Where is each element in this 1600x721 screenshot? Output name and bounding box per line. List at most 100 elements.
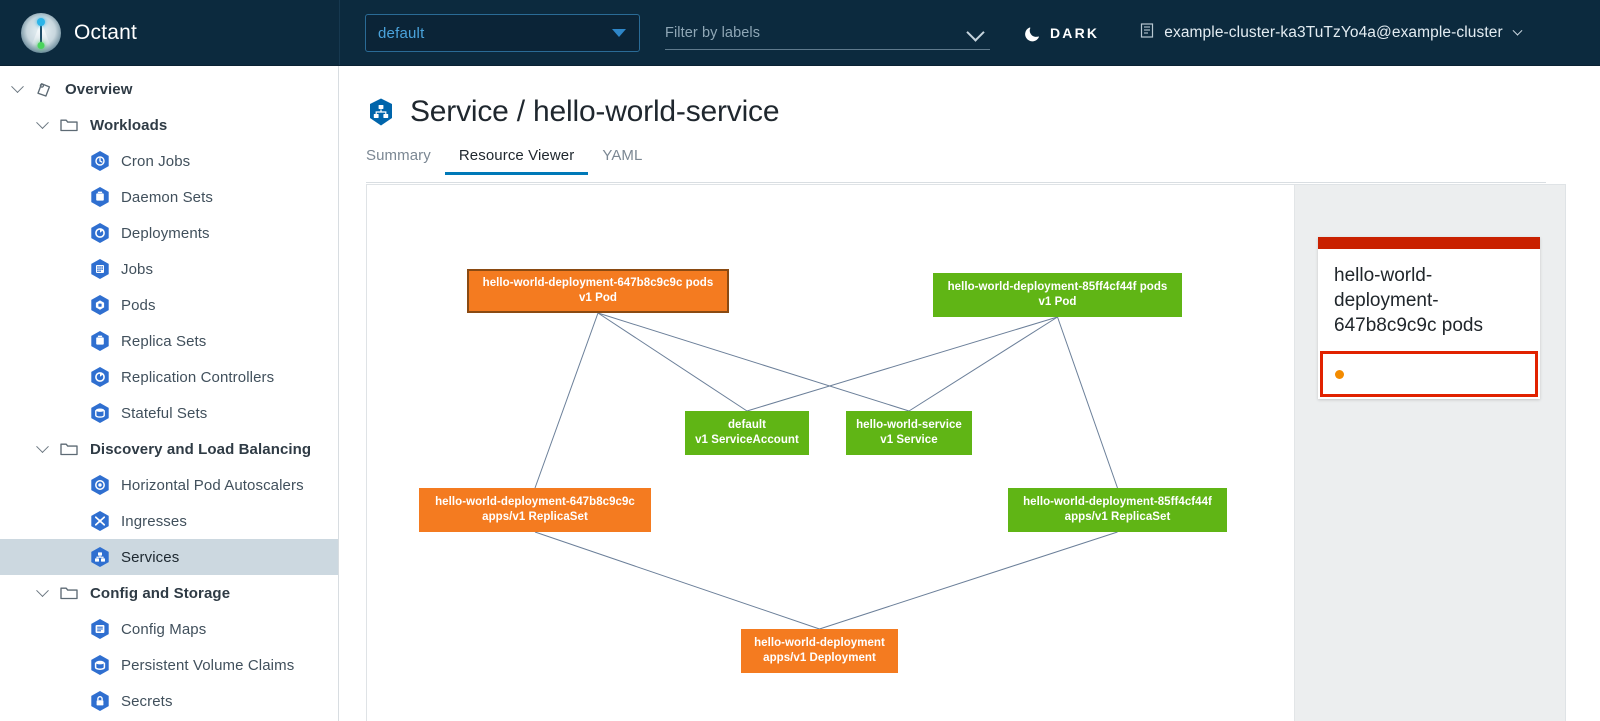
graph-node-kind: v1 ServiceAccount — [695, 434, 799, 446]
tab-resource-viewer[interactable]: Resource Viewer — [444, 147, 589, 175]
detail-card-status-row[interactable] — [1320, 351, 1538, 398]
sidebar-item-label: Replica Sets — [121, 332, 207, 350]
page-title-row: Service / hello-world-service — [340, 66, 1600, 129]
sidebar-item-discovery-and-load-balancing[interactable]: Discovery and Load Balancing — [0, 431, 338, 467]
sidebar-item-workloads[interactable]: Workloads — [0, 107, 338, 143]
chevron-down-icon[interactable] — [8, 79, 26, 98]
detail-card-accent-bar — [1318, 237, 1540, 249]
app-header: Octant default Filter by labels DARK exa… — [0, 0, 1600, 66]
node-detail-card[interactable]: hello-world-deployment-647b8c9c9c pods — [1318, 237, 1540, 400]
graph-node-title: hello-world-deployment-647b8c9c9c — [435, 496, 635, 509]
cron-jobs-icon — [89, 150, 111, 172]
sidebar-item-cron-jobs[interactable]: Cron Jobs — [0, 143, 338, 179]
graph-node-kind: apps/v1 ReplicaSet — [482, 511, 588, 523]
sidebar-item-ingresses[interactable]: Ingresses — [0, 503, 338, 539]
graph-node-kind: v1 Pod — [578, 292, 617, 304]
jobs-icon — [89, 258, 111, 280]
tab-bar: Summary Resource Viewer YAML — [366, 147, 1546, 183]
sidebar-item-overview[interactable]: Overview — [0, 71, 338, 107]
graph-node-title: hello-world-deployment-85ff4cf44f — [1023, 496, 1212, 509]
graph-node-kind: v1 Service — [880, 434, 938, 446]
namespace-select[interactable]: default — [365, 14, 640, 52]
sidebar-item-label: Discovery and Load Balancing — [90, 440, 312, 458]
graph-node-svc[interactable]: hello-world-service v1 Service — [846, 411, 972, 455]
graph-node-title: hello-world-service — [856, 419, 962, 432]
folder-icon — [58, 582, 80, 604]
stateful-sets-icon — [89, 402, 111, 424]
sidebar-item-horizontal-pod-autoscalers[interactable]: Horizontal Pod Autoscalers — [0, 467, 338, 503]
ingresses-icon — [89, 510, 111, 532]
graph-node-kind: apps/v1 Deployment — [763, 652, 876, 664]
sidebar-item-persistent-volume-claims[interactable]: Persistent Volume Claims — [0, 647, 338, 683]
tab-yaml[interactable]: YAML — [602, 147, 643, 164]
sidebar-item-label: Workloads — [90, 116, 168, 134]
main-content: Service / hello-world-service Summary Res… — [340, 66, 1600, 721]
sidebar-item-daemon-sets[interactable]: Daemon Sets — [0, 179, 338, 215]
dark-mode-label: DARK — [1050, 25, 1100, 41]
brand-name: Octant — [74, 21, 138, 44]
sidebar-item-label: Daemon Sets — [121, 188, 213, 206]
graph-edge-layer — [534, 312, 1118, 630]
graph-edge — [597, 312, 748, 412]
graph-node-title: hello-world-deployment-85ff4cf44f pods — [947, 281, 1168, 294]
daemon-sets-icon — [89, 186, 111, 208]
chevron-down-icon[interactable] — [33, 583, 51, 602]
graph-node-kind: v1 Pod — [1038, 296, 1077, 308]
sidebar-item-label: Services — [121, 548, 180, 566]
sidebar-item-replica-sets[interactable]: Replica Sets — [0, 323, 338, 359]
graph-edge — [597, 312, 910, 412]
sidebar-item-pods[interactable]: Pods — [0, 287, 338, 323]
sidebar-item-replication-controllers[interactable]: Replication Controllers — [0, 359, 338, 395]
folder-icon — [58, 114, 80, 136]
label-filter-input[interactable]: Filter by labels — [665, 14, 990, 52]
services-icon — [89, 546, 111, 568]
octant-lighthouse-logo-icon — [21, 13, 61, 53]
cluster-context-label: example-cluster-ka3TuTzYo4a@example-clus… — [1164, 24, 1503, 41]
graph-node-rs-647[interactable]: hello-world-deployment-647b8c9c9c apps/v1… — [419, 488, 651, 532]
graph-node-deploy[interactable]: hello-world-deployment apps/v1 Deployment — [741, 629, 898, 673]
chevron-down-icon — [1512, 25, 1523, 36]
graph-node-title: hello-world-deployment — [754, 637, 885, 650]
kubernetes-service-icon — [366, 97, 396, 127]
graph-edge — [534, 312, 599, 489]
label-filter-placeholder: Filter by labels — [665, 25, 761, 41]
brand-area[interactable]: Octant — [0, 0, 340, 66]
namespace-value: default — [378, 24, 425, 42]
sidebar-item-services[interactable]: Services — [0, 539, 338, 575]
graph-node-title: hello-world-deployment-647b8c9c9c pods — [482, 277, 714, 290]
resource-graph-canvas[interactable]: hello-world-deployment-647b8c9c9c pods v1… — [367, 185, 1294, 721]
node-detail-pane: hello-world-deployment-647b8c9c9c pods — [1294, 185, 1565, 721]
dark-mode-toggle[interactable]: DARK — [1024, 25, 1099, 42]
sidebar-item-stateful-sets[interactable]: Stateful Sets — [0, 395, 338, 431]
cluster-icon — [1139, 22, 1155, 44]
graph-node-pod-647[interactable]: hello-world-deployment-647b8c9c9c pods v1… — [467, 269, 729, 313]
sidebar-item-label: Persistent Volume Claims — [121, 656, 295, 674]
moon-icon — [1024, 25, 1041, 42]
sidebar-item-secrets[interactable]: Secrets — [0, 683, 338, 719]
pods-icon — [89, 294, 111, 316]
sidebar-item-label: Pods — [121, 296, 156, 314]
sidebar-item-label: Deployments — [121, 224, 210, 242]
graph-node-pod-85f[interactable]: hello-world-deployment-85ff4cf44f pods v1… — [933, 273, 1182, 317]
graph-edge — [1057, 316, 1118, 489]
sidebar-item-config-maps[interactable]: Config Maps — [0, 611, 338, 647]
cluster-context-select[interactable]: example-cluster-ka3TuTzYo4a@example-clus… — [1139, 22, 1523, 44]
replica-sets-icon — [89, 330, 111, 352]
tab-summary[interactable]: Summary — [366, 147, 431, 164]
sidebar-item-label: Horizontal Pod Autoscalers — [121, 476, 304, 494]
sidebar-item-config-and-storage[interactable]: Config and Storage — [0, 575, 338, 611]
sidebar-item-jobs[interactable]: Jobs — [0, 251, 338, 287]
replication-controllers-icon — [89, 366, 111, 388]
sidebar-item-label: Stateful Sets — [121, 404, 208, 422]
chevron-down-icon[interactable] — [33, 115, 51, 134]
sidebar-item-deployments[interactable]: Deployments — [0, 215, 338, 251]
page-title: Service / hello-world-service — [410, 95, 780, 128]
secrets-icon — [89, 690, 111, 712]
sidebar-item-label: Secrets — [121, 692, 173, 710]
chevron-down-icon[interactable] — [33, 439, 51, 458]
detail-card-title: hello-world-deployment-647b8c9c9c pods — [1334, 265, 1483, 337]
config-maps-icon — [89, 618, 111, 640]
